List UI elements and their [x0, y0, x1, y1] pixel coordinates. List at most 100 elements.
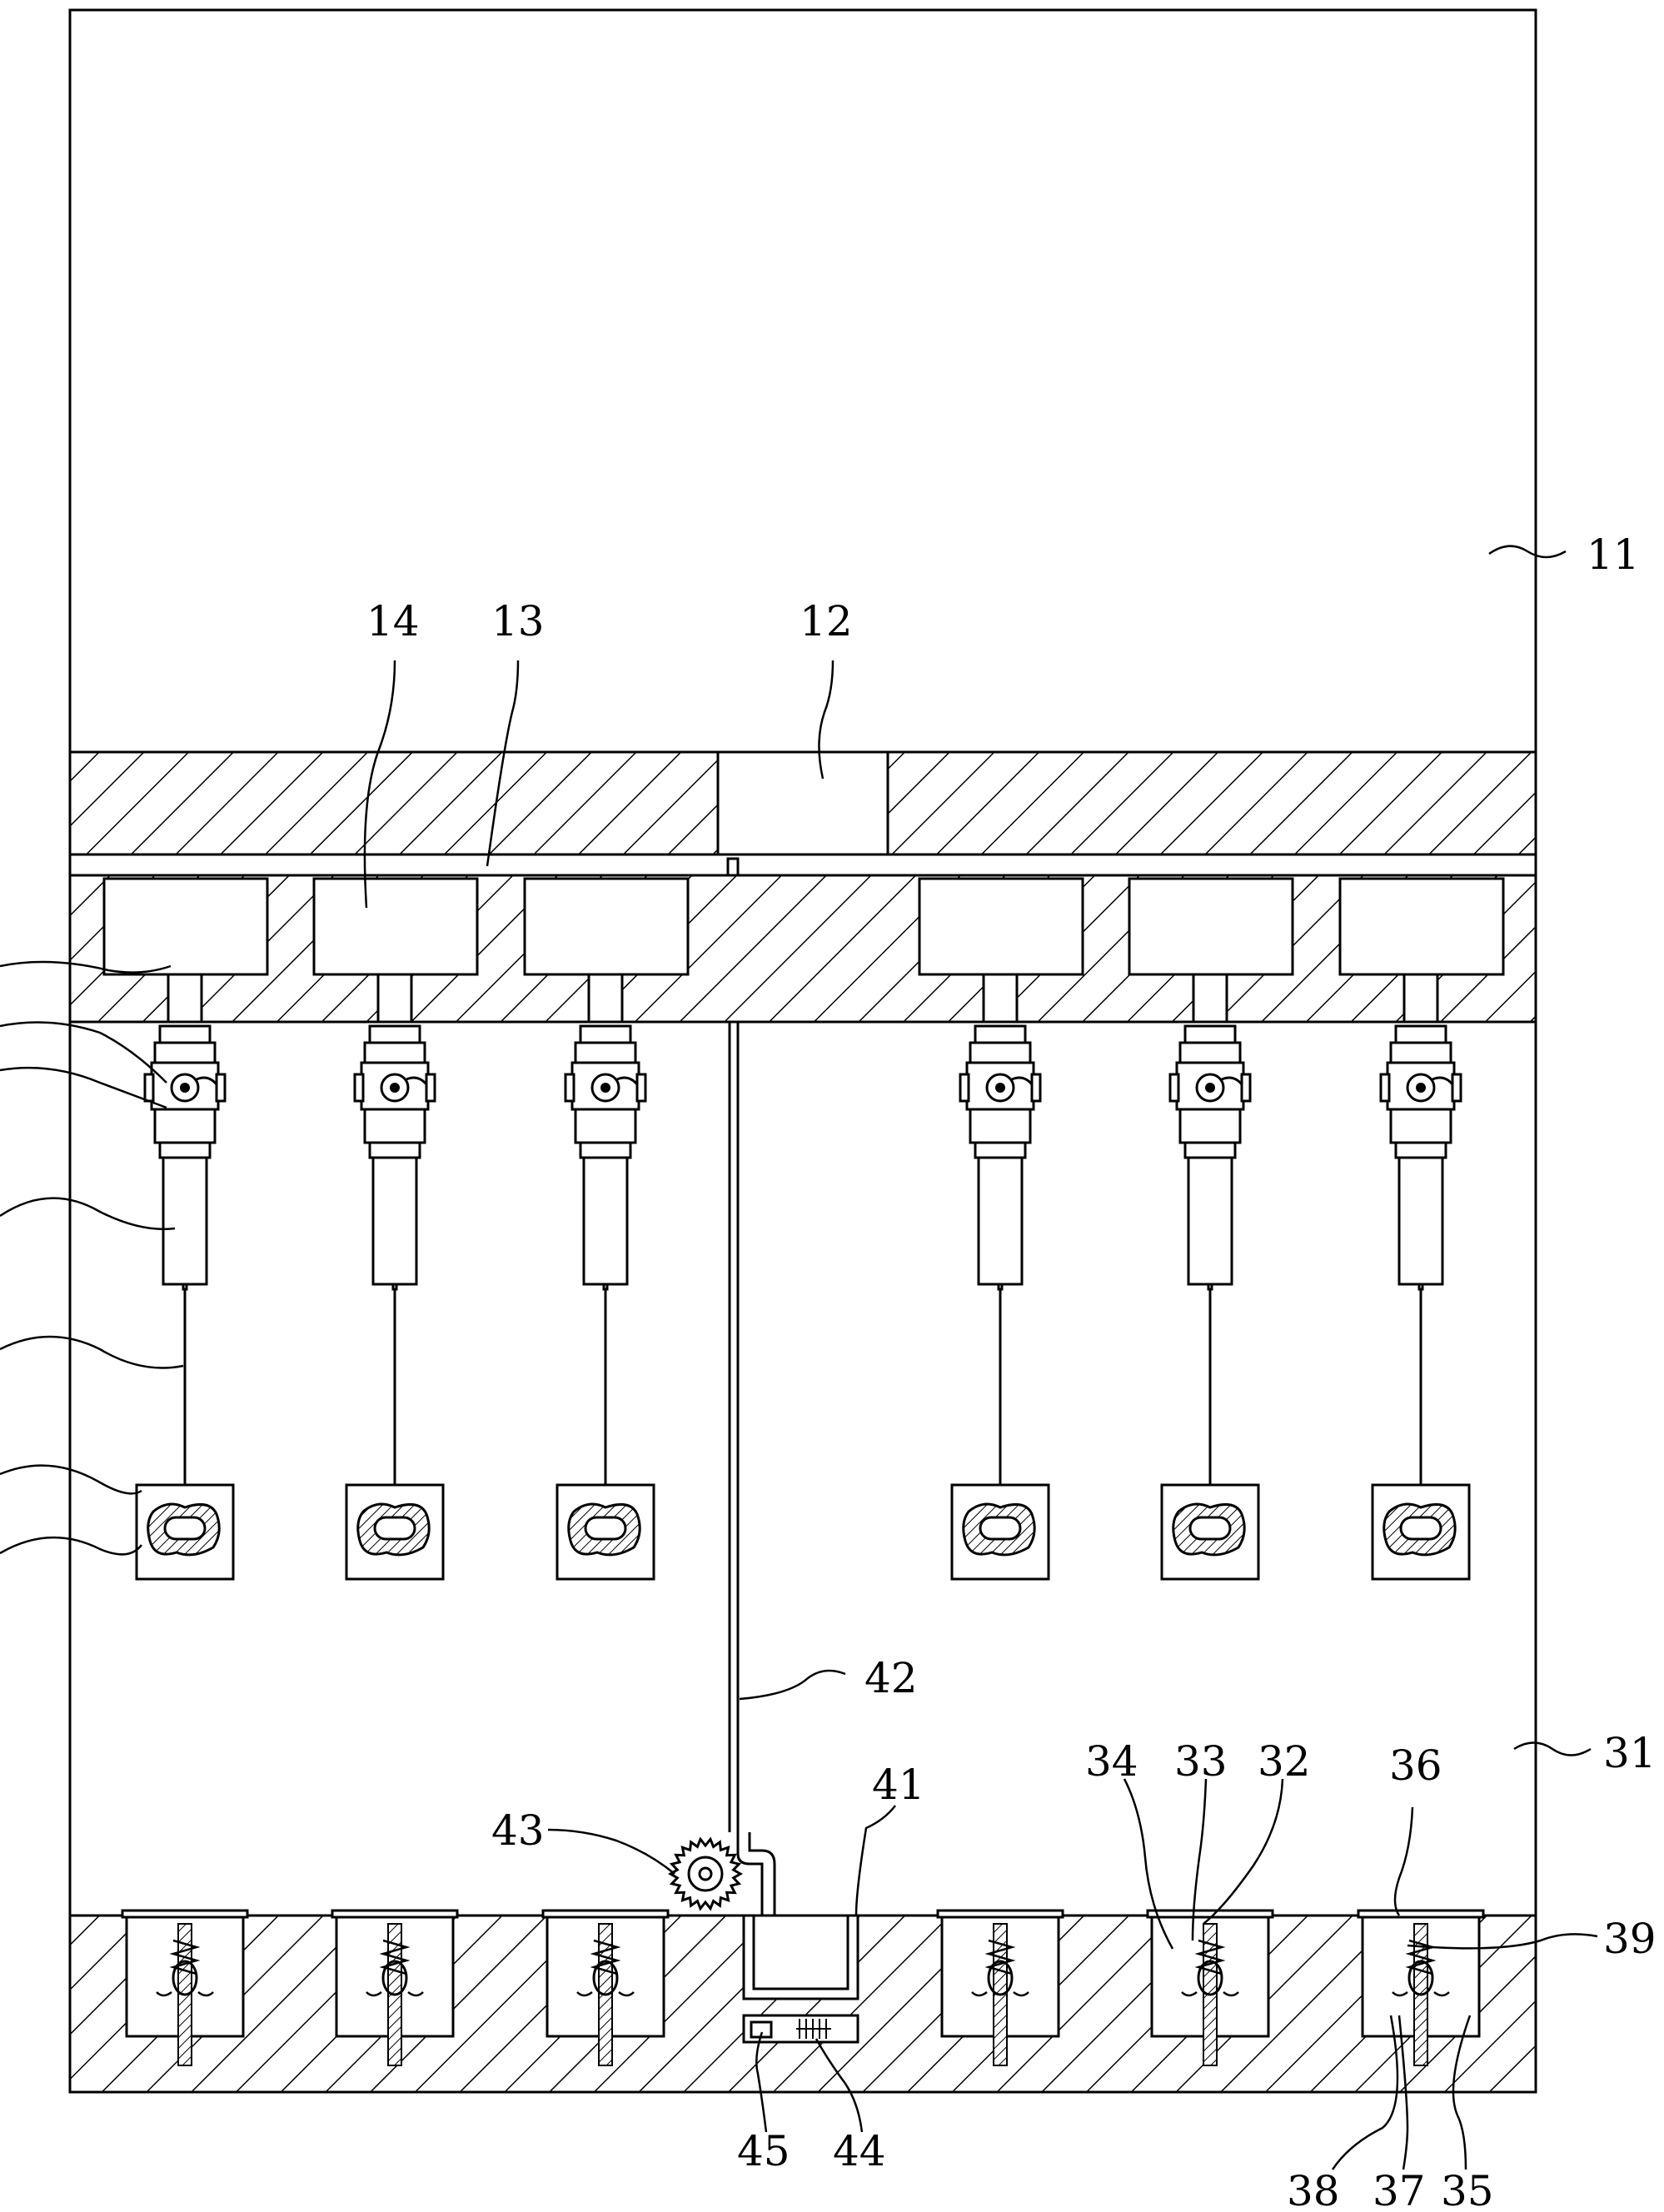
socket-hooks — [1181, 1990, 1239, 1997]
valve-hub — [1416, 1083, 1426, 1093]
socket-spring — [590, 1939, 621, 1975]
valve-lower — [969, 1108, 1032, 1144]
socket-cap — [936, 1909, 1064, 1919]
upper-plate-left — [68, 750, 720, 856]
valve-hub — [600, 1083, 610, 1093]
socket-hooks — [576, 1990, 635, 1997]
socket-ring — [592, 1960, 619, 1996]
valve-lower — [363, 1108, 426, 1144]
valve-nut — [1394, 1024, 1447, 1044]
label-39: 39 — [1603, 1915, 1657, 1963]
cylinder-tip — [391, 1283, 398, 1291]
drive-assembly — [668, 1832, 859, 2044]
base-socket — [1357, 1909, 1485, 2066]
valve-lower — [1178, 1108, 1242, 1144]
valve-ear-left — [143, 1073, 155, 1103]
upper-plate-right — [886, 750, 1537, 856]
stem — [376, 973, 413, 1024]
valve-ear-right — [635, 1073, 647, 1103]
valve-ear-right — [1240, 1073, 1252, 1103]
socket-hooks — [1392, 1990, 1450, 1997]
valve-collar — [969, 1041, 1032, 1064]
socket-cap — [1146, 1909, 1274, 1919]
label-33: 33 — [1174, 1737, 1228, 1786]
socket-cap — [121, 1909, 249, 1919]
socket-ring — [1407, 1960, 1434, 1996]
base-socket — [121, 1909, 249, 2066]
cavity — [1338, 877, 1505, 976]
label-14: 14 — [366, 597, 420, 645]
valve-lever — [196, 1076, 218, 1086]
valve-collar — [363, 1041, 426, 1064]
cylinder — [1187, 1156, 1233, 1286]
stem — [1192, 973, 1228, 1024]
cylinder-tip — [1207, 1283, 1213, 1291]
socket-cap — [331, 1909, 459, 1919]
valve-base — [579, 1141, 632, 1159]
valve-ear-left — [564, 1073, 575, 1103]
socket-spring — [984, 1939, 1016, 1975]
gear-43 — [668, 1836, 743, 1911]
label-41: 41 — [872, 1761, 925, 1809]
cavity — [1128, 877, 1294, 976]
label-13: 13 — [491, 597, 545, 645]
dispensing-unit — [312, 877, 479, 1581]
valve-ear-right — [1451, 1073, 1462, 1103]
spring-44 — [796, 2019, 831, 2039]
valve-ear-left — [1168, 1073, 1180, 1103]
socket-cap — [1357, 1909, 1485, 1919]
valve-base — [368, 1141, 421, 1159]
dispensing-unit — [918, 877, 1084, 1581]
cavity — [918, 877, 1084, 976]
valve-base — [1394, 1141, 1447, 1159]
valve-collar — [1178, 1041, 1242, 1064]
valve-lever — [1221, 1076, 1243, 1086]
valve-lever — [1432, 1076, 1454, 1086]
socket-hooks — [156, 1990, 214, 1997]
socket-spring — [1194, 1939, 1226, 1975]
valve-lever — [1011, 1076, 1034, 1086]
base-socket — [1146, 1909, 1274, 2066]
valve-lower — [1389, 1108, 1452, 1144]
valve-lever — [616, 1076, 639, 1086]
cylinder-tip — [602, 1283, 609, 1291]
valve-base — [1183, 1141, 1237, 1159]
label-36: 36 — [1389, 1741, 1442, 1790]
base-socket — [541, 1909, 670, 2066]
valve-base — [158, 1141, 212, 1159]
label-43: 43 — [491, 1806, 545, 1855]
socket-ring — [172, 1960, 198, 1996]
base-sockets — [121, 1909, 1485, 2066]
dispensing-unit — [1128, 877, 1294, 1581]
label-42: 42 — [864, 1654, 918, 1702]
cavity — [102, 877, 269, 976]
cylinder — [977, 1156, 1024, 1286]
dispensing-unit — [523, 877, 690, 1581]
cup-41-inner — [752, 1914, 849, 1990]
weight-slot — [979, 1516, 1022, 1541]
cylinder — [582, 1156, 629, 1286]
valve-nut — [579, 1024, 632, 1044]
dispensing-unit — [102, 877, 269, 1581]
central-opening — [716, 750, 889, 856]
socket-spring — [169, 1939, 201, 1975]
dispensing-units — [102, 877, 1505, 1581]
cylinder — [371, 1156, 418, 1286]
valve-ear-right — [1030, 1073, 1042, 1103]
middle-plate — [68, 874, 1537, 1024]
stem — [982, 973, 1019, 1024]
valve-hub — [180, 1083, 190, 1093]
valve-collar — [153, 1041, 217, 1064]
base-socket — [936, 1909, 1064, 2066]
valve-hub — [390, 1083, 400, 1093]
valve-collar — [1389, 1041, 1452, 1064]
base-socket — [331, 1909, 459, 2066]
socket-hooks — [366, 1990, 424, 1997]
stem — [1402, 973, 1439, 1024]
socket-ring — [381, 1960, 408, 1996]
label-38: 38 — [1287, 2167, 1340, 2208]
cylinder — [1397, 1156, 1444, 1286]
leader-lines — [0, 545, 1598, 2170]
valve-base — [974, 1141, 1027, 1159]
